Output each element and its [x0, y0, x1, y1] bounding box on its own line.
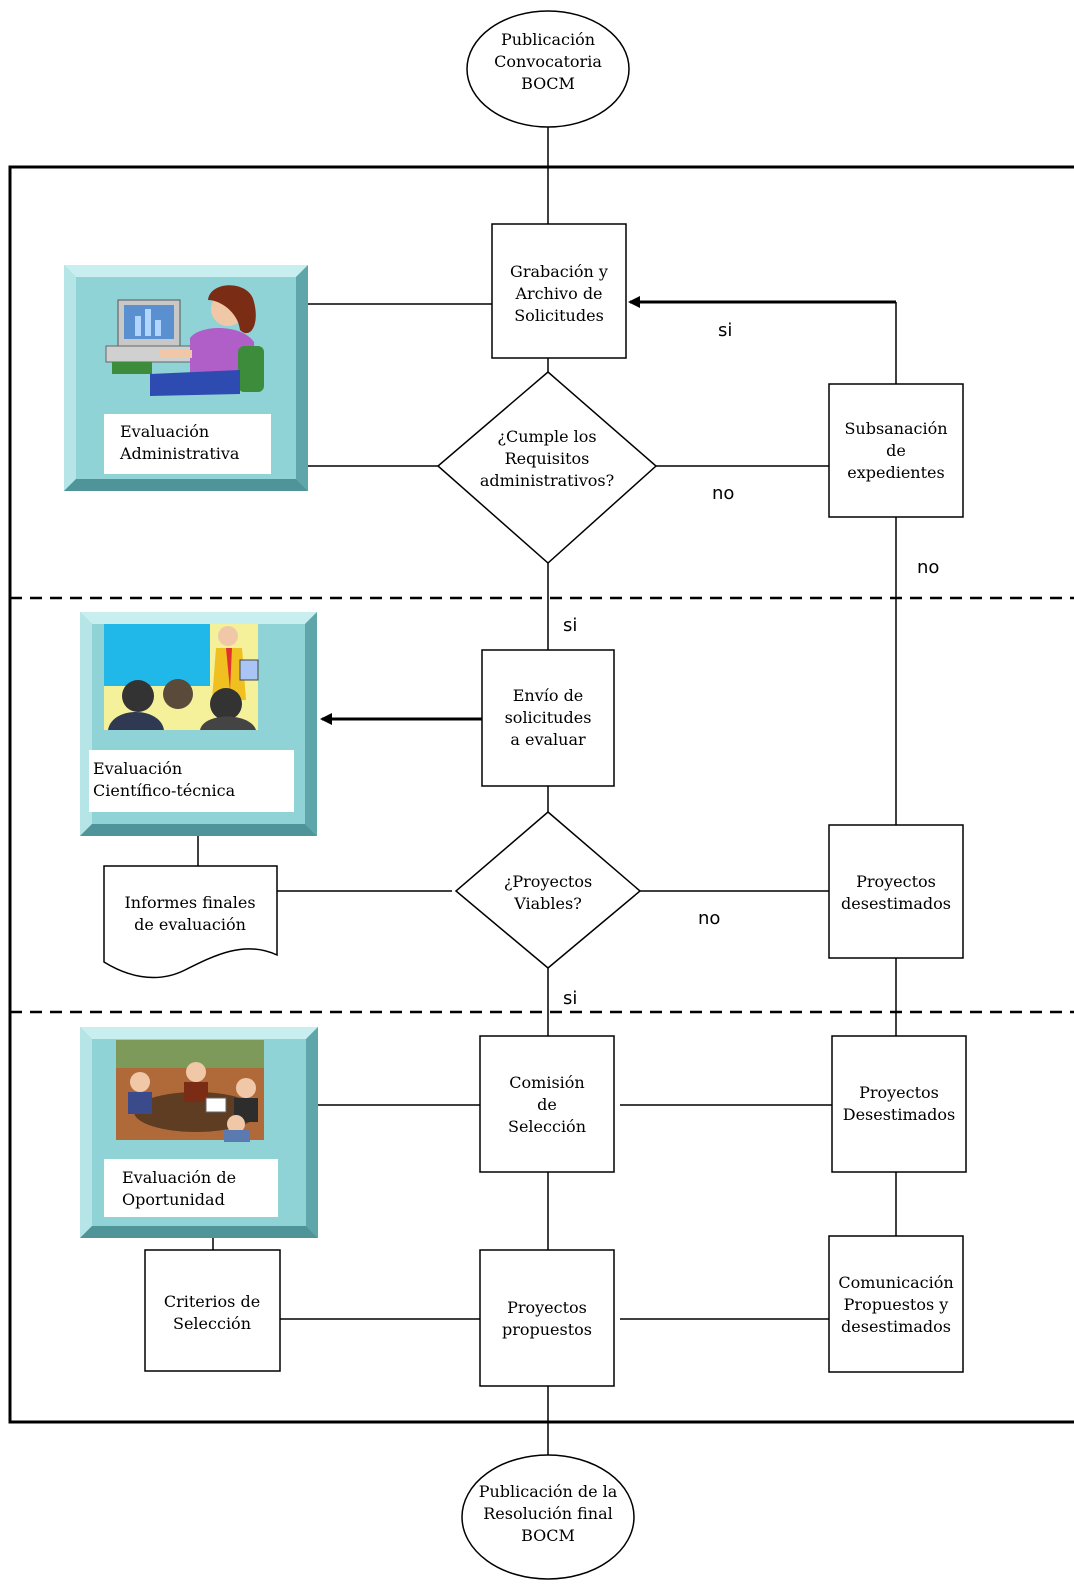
nodes-end-label-line-4: BOCM [521, 1526, 575, 1545]
subsanacion-label: Subsanación de expedientes [844, 419, 947, 482]
nodes-desestimados2-label-line-1: Proyectos [859, 1083, 939, 1102]
cumple-decision [436, 371, 658, 565]
process-frame [8, 165, 1074, 1424]
meeting-presentation-icon [104, 624, 259, 730]
nodes-envio-label-line-1: Envío de [513, 686, 584, 705]
nodes-desestimados2-label-line-2: Desestimados [843, 1105, 956, 1124]
viables-decision [454, 811, 642, 969]
nodes-comunicacion-label-line-2: Propuestos y [844, 1295, 949, 1314]
informes-document [103, 865, 278, 979]
label-si-viables: si [563, 988, 577, 1009]
criterios-box [144, 1249, 281, 1372]
panels-cientifica-label-line-2: Científico-técnica [93, 781, 236, 800]
grabacion-box [491, 223, 627, 359]
nodes-grabacion-label-line-1: Grabación y [510, 262, 608, 281]
label-si-cumple: si [563, 615, 577, 636]
nodes-comunicacion-label-line-1: Comunicación [838, 1273, 953, 1292]
nodes-propuestos-label-line-2: propuestos [502, 1320, 592, 1339]
propuestos-box [479, 1249, 615, 1387]
nodes-envio-label-line-2: solicitudes [505, 708, 592, 727]
envio-box [481, 649, 615, 787]
nodes-propuestos-label-line-1: Proyectos [507, 1298, 587, 1317]
envio-label: Envío de solicitudes a evaluar [505, 686, 592, 749]
label-no-viables: no [698, 908, 720, 929]
desestimados2-box [831, 1035, 967, 1173]
nodes-viables-label-line-2: Viables? [513, 894, 582, 913]
panel-oportunidad-label: Evaluación de Oportunidad [122, 1168, 236, 1209]
label-no-subsanacion: no [917, 557, 939, 578]
subsanacion-box [828, 383, 964, 518]
grabacion-label: Grabación y Archivo de Solicitudes [510, 262, 608, 325]
panels-oportunidad-label-line-1: Evaluación de [122, 1168, 236, 1187]
nodes-start-label-line-4: BOCM [521, 74, 575, 93]
nodes-informes-label-line-1: Informes finales [124, 893, 255, 912]
nodes-viables-label-line-1: ¿Proyectos [504, 872, 592, 891]
start-node [466, 10, 630, 128]
nodes-grabacion-label-line-3: Solicitudes [514, 306, 604, 325]
nodes-subsanacion-label-line-2: de [886, 441, 906, 460]
nodes-desestimados1-label-line-1: Proyectos [856, 872, 936, 891]
end-node [461, 1454, 635, 1580]
label-si-top: si [718, 320, 732, 341]
panels-cientifica-label-line-1: Evaluación [93, 759, 182, 778]
criterios-label: Criterios de Selección [164, 1292, 260, 1333]
woman-at-computer-icon [105, 285, 264, 396]
nodes-comision-label-line-3: Selección [508, 1117, 586, 1136]
nodes-end-label-line-1: Publicación de la [479, 1482, 618, 1501]
nodes-informes-label-line-2: de evaluación [134, 915, 246, 934]
conference-table-icon [116, 1040, 264, 1142]
nodes-end-label-line-2: Resolución final [483, 1504, 613, 1523]
desestimados1-label: Proyectos desestimados [841, 872, 951, 913]
nodes-cumple-label-line-3: administrativos? [480, 471, 614, 490]
panel-oportunidad: Evaluación de Oportunidad [80, 1027, 318, 1238]
nodes-subsanacion-label-line-3: expedientes [847, 463, 944, 482]
panels-administrativa-label-line-1: Evaluación [120, 422, 209, 441]
nodes-desestimados1-label-line-2: desestimados [841, 894, 951, 913]
label-no-cumple: no [712, 483, 734, 504]
nodes-envio-label-line-3: a evaluar [510, 730, 586, 749]
informes-label: Informes finales de evaluación [124, 893, 255, 934]
desestimados1-box [828, 824, 964, 959]
nodes-cumple-label-line-2: Requisitos [505, 449, 590, 468]
nodes-comision-label-line-2: de [537, 1095, 557, 1114]
propuestos-label: Proyectos propuestos [502, 1298, 592, 1339]
panels-administrativa-label-line-2: Administrativa [119, 444, 240, 463]
panels-oportunidad-label-line-2: Oportunidad [122, 1190, 225, 1209]
connectors [197, 127, 897, 1455]
nodes-criterios-label-line-1: Criterios de [164, 1292, 260, 1311]
nodes-comision-label-line-1: Comisión [509, 1073, 584, 1092]
nodes-comunicacion-label-line-3: desestimados [841, 1317, 951, 1336]
comunicacion-box [828, 1235, 964, 1373]
nodes-criterios-label-line-2: Selección [173, 1314, 251, 1333]
nodes-start-label-line-2: Convocatoria [494, 52, 602, 71]
comision-box [479, 1035, 615, 1173]
nodes-cumple-label-line-1: ¿Cumple los [497, 427, 596, 446]
nodes-subsanacion-label-line-1: Subsanación [844, 419, 947, 438]
nodes-start-label-line-1: Publicación [501, 30, 595, 49]
nodes-grabacion-label-line-2: Archivo de [514, 284, 602, 303]
